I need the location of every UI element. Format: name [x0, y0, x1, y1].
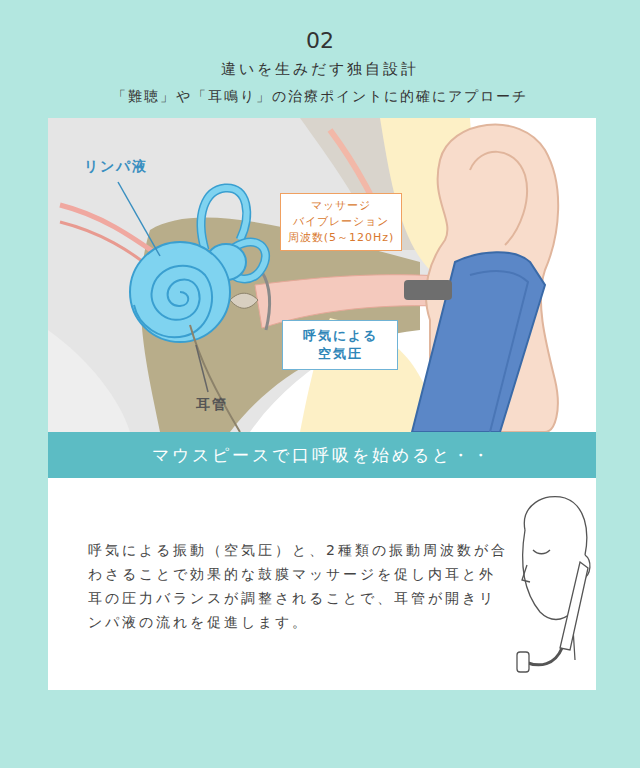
earphone-edge	[470, 271, 528, 432]
face-outline	[523, 530, 572, 620]
nose	[522, 565, 530, 582]
part-label: 耳管	[196, 396, 228, 414]
part-label: リンパ液	[82, 158, 150, 176]
white-panel	[48, 118, 596, 690]
section-number: 02	[0, 28, 640, 53]
band: マウスピースで口呼吸を始めると・・	[48, 432, 596, 478]
hair	[524, 497, 586, 555]
face-sketch	[522, 497, 590, 660]
subtitle: 「難聴」や「耳鳴り」の治療ポイントに的確にアプローチ	[0, 88, 640, 106]
node-text: 呼気による 空気圧	[289, 327, 391, 363]
callout-box: マッサージ バイブレーション 周波数(5～120Hz)	[280, 193, 402, 251]
leader-line	[196, 345, 208, 392]
leader-line	[118, 182, 160, 256]
earphone-device	[412, 252, 545, 432]
ossicles	[230, 293, 258, 308]
node-text: マッサージ バイブレーション 周波数(5～120Hz)	[285, 198, 397, 246]
auricle-fold	[470, 152, 527, 245]
body-text: 呼気による振動（空気圧）と、2種類の振動周波数が合わさることで効果的な鼓膜マッサ…	[88, 538, 508, 634]
skull-region	[48, 330, 130, 432]
tube-sketch	[525, 648, 562, 665]
ear-illustration	[48, 118, 558, 432]
node-text: マウスピースで口呼吸を始めると・・	[152, 444, 492, 467]
callout-box: 呼気による 空気圧	[282, 320, 398, 370]
eardrum	[262, 272, 269, 330]
earphone-tip	[404, 280, 452, 300]
closed-eye	[533, 550, 550, 554]
cochlea-spiral	[134, 266, 212, 338]
title: 違いを生みだす独自設計	[0, 60, 640, 79]
mouthpiece-sketch	[517, 652, 529, 672]
eustachian-tube	[190, 325, 240, 432]
earphone-sketch	[560, 562, 588, 650]
cochlea	[130, 242, 230, 342]
skull-region	[48, 118, 440, 432]
